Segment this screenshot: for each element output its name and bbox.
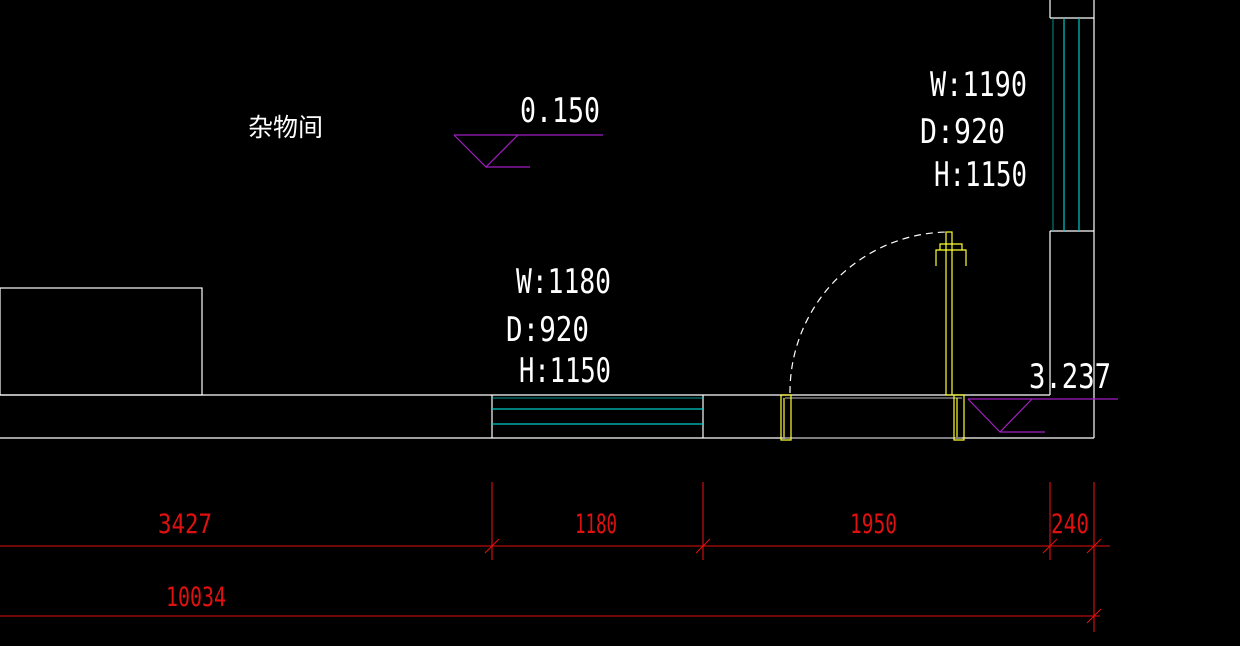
door-swing-arc bbox=[789, 231, 949, 394]
door bbox=[780, 231, 967, 441]
dim-label-segment-2: 1180 bbox=[575, 509, 617, 540]
window-bottom-height: H:1150 bbox=[519, 351, 611, 391]
window-right-glazing bbox=[1052, 18, 1080, 231]
window-right-depth: D:920 bbox=[920, 112, 1005, 152]
window-bottom-spec: W:1180 D:920 H:1150 bbox=[506, 262, 611, 391]
window-bottom-glazing bbox=[492, 397, 703, 425]
level-value-2: 3.237 bbox=[1029, 357, 1111, 397]
window-bottom-depth: D:920 bbox=[506, 310, 589, 350]
furniture-block bbox=[0, 287, 203, 396]
level-marker-1 bbox=[453, 134, 603, 168]
dim-label-segment-1: 3427 bbox=[158, 509, 212, 540]
dim-tick-4 bbox=[1086, 538, 1102, 554]
dim-label-segment-4: 240 bbox=[1051, 509, 1089, 540]
dim-label-segment-3: 1950 bbox=[850, 509, 897, 540]
door-leaf bbox=[945, 231, 953, 396]
door-jamb-right bbox=[953, 394, 965, 441]
dim-tick-5 bbox=[1086, 608, 1102, 624]
door-hinge-bracket bbox=[935, 243, 967, 266]
dim-tick-1 bbox=[484, 538, 500, 554]
door-jamb-left bbox=[780, 394, 792, 441]
window-right-width: W:1190 bbox=[930, 65, 1027, 105]
dimension-labels: 3427 1180 1950 240 10034 bbox=[158, 509, 1089, 613]
window-right-height: H:1150 bbox=[934, 155, 1027, 195]
dim-tick-2 bbox=[695, 538, 711, 554]
window-right-spec: W:1190 D:920 H:1150 bbox=[920, 65, 1027, 195]
level-value-1: 0.150 bbox=[520, 91, 600, 131]
window-bottom-width: W:1180 bbox=[516, 262, 611, 302]
walls bbox=[0, 0, 1095, 439]
dimension-lines bbox=[0, 482, 1110, 632]
dim-label-total: 10034 bbox=[166, 582, 226, 613]
level-marker-2 bbox=[967, 398, 1118, 433]
room-name-label: 杂物间 bbox=[248, 113, 323, 142]
dim-tick-3 bbox=[1042, 538, 1058, 554]
